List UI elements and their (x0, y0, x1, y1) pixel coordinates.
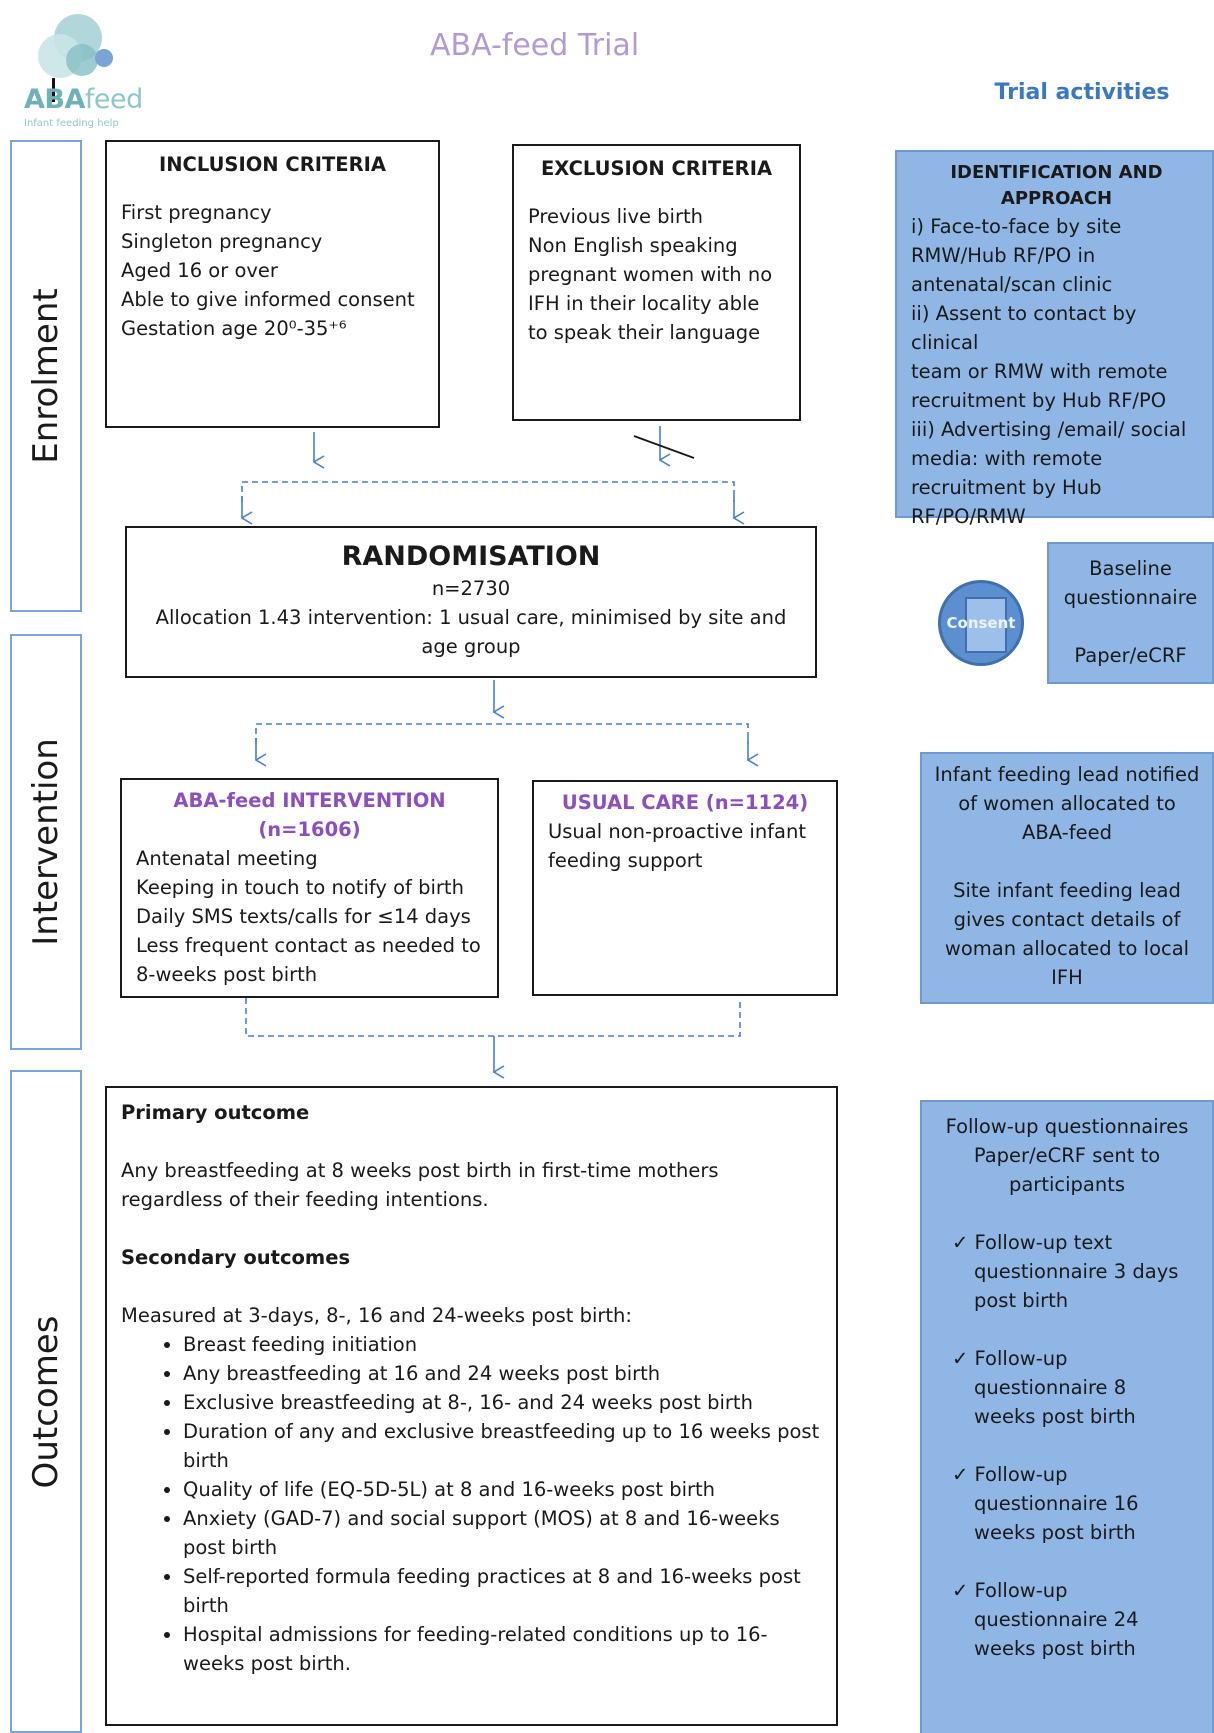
phase-label: Enrolment (26, 288, 66, 464)
exclusion-heading: EXCLUSION CRITERIA (540, 157, 773, 180)
phase-label: Outcomes (26, 1315, 66, 1488)
intervention-n: (n=1606) (258, 818, 361, 841)
follow-up-check-item: ✓ Follow-up text questionnaire 3 days po… (952, 1231, 1179, 1312)
baseline-spacer (1049, 612, 1212, 641)
identification-line: RF/PO/RMW (911, 505, 1026, 528)
identification-line: recruitment by Hub RF/PO (911, 389, 1167, 412)
page-title: ABA-feed Trial (430, 28, 640, 63)
follow-up-line: Paper/eCRF sent to (973, 1144, 1161, 1167)
identification-line: media: with remote (911, 447, 1103, 470)
phase-enrolment: Enrolment (10, 140, 82, 612)
inclusion-heading: INCLUSION CRITERIA (158, 153, 386, 176)
secondary-outcome-item: Anxiety (GAD-7) and social support (MOS)… (183, 1504, 822, 1562)
ifl-line: gives contact details of (953, 908, 1181, 931)
secondary-outcomes-heading: Secondary outcomes (121, 1246, 351, 1269)
identification-line: i) Face-to-face by site (911, 215, 1122, 238)
identification-line: ii) Assent to contact by clinical (911, 302, 1137, 354)
inclusion-criteria-box: INCLUSION CRITERIA First pregnancy Singl… (105, 140, 440, 428)
secondary-outcomes-list: Breast feeding initiation Any breastfeed… (107, 1330, 822, 1678)
primary-outcome-text: Any breastfeeding at 8 weeks post birth … (121, 1159, 719, 1182)
follow-up-line: Follow-up questionnaires (945, 1115, 1189, 1138)
intervention-item: Keeping in touch to notify of birth (136, 876, 464, 899)
logo-text: ABAfeed (24, 84, 143, 115)
secondary-outcome-item: Quality of life (EQ-5D-5L) at 8 and 16-w… (183, 1475, 822, 1504)
logo-bubbles-icon (38, 14, 113, 78)
identification-heading: IDENTIFICATION AND (950, 162, 1163, 183)
intervention-arm-box: ABA-feed INTERVENTION (n=1606) Antenatal… (120, 778, 499, 998)
identification-line: antenatal/scan clinic (911, 273, 1113, 296)
randomisation-heading: RANDOMISATION (341, 541, 601, 572)
logo-subtitle: Infant feeding help (24, 118, 119, 129)
ifl-line: of women allocated to (958, 792, 1176, 815)
phase-label: Intervention (26, 738, 66, 946)
phase-outcomes: Outcomes (10, 1070, 82, 1733)
intervention-item: Antenatal meeting (136, 847, 318, 870)
consent-clipboard-icon: Consent (938, 580, 1024, 666)
ifl-spacer (922, 847, 1212, 876)
intervention-item: Daily SMS texts/calls for ≤14 days (136, 905, 471, 928)
ifl-line: Site infant feeding lead (953, 879, 1181, 902)
follow-up-check-item: ✓ Follow-up questionnaire 8 weeks post b… (952, 1347, 1136, 1428)
ifl-line: Infant feeding lead notified (934, 763, 1200, 786)
ifl-line: ABA-feed (1022, 821, 1112, 844)
baseline-line: Paper/eCRF (1074, 644, 1187, 667)
exclusion-item: IFH in their locality able (528, 292, 760, 315)
consent-label: Consent (946, 614, 1016, 632)
ifl-line: IFH (1051, 966, 1083, 989)
secondary-measured-text: Measured at 3-days, 8-, 16 and 24-weeks … (121, 1304, 632, 1327)
inclusion-item: Aged 16 or over (121, 259, 278, 282)
follow-up-line: participants (1008, 1173, 1126, 1196)
randomisation-box: RANDOMISATION n=2730 Allocation 1.43 int… (125, 526, 817, 678)
intervention-heading: ABA-feed INTERVENTION (173, 789, 446, 812)
identification-line: RMW/Hub RF/PO in (911, 244, 1096, 267)
usual-care-heading: USUAL CARE (n=1124) (561, 791, 809, 814)
inclusion-item: Singleton pregnancy (121, 230, 323, 253)
secondary-outcome-item: Self-reported formula feeding practices … (183, 1562, 822, 1620)
baseline-line: questionnaire (1063, 586, 1198, 609)
secondary-outcome-item: Exclusive breastfeeding at 8-, 16- and 2… (183, 1388, 822, 1417)
usual-care-item: Usual non-proactive infant (548, 820, 807, 843)
trial-activities-heading: Trial activities (994, 80, 1170, 105)
clipboard-icon (965, 597, 1007, 653)
identification-line: recruitment by Hub (911, 476, 1102, 499)
outcomes-box: Primary outcome Any breastfeeding at 8 w… (105, 1086, 838, 1726)
intervention-item: Less frequent contact as needed to (136, 934, 481, 957)
follow-up-panel: Follow-up questionnaires Paper/eCRF sent… (920, 1100, 1214, 1733)
inclusion-item: Gestation age 20⁰-35⁺⁶ (121, 317, 347, 340)
secondary-outcome-item: Hospital admissions for feeding-related … (183, 1620, 822, 1678)
secondary-outcome-item: Duration of any and exclusive breastfeed… (183, 1417, 822, 1475)
aba-feed-logo: ABAfeed Infant feeding help (20, 8, 160, 129)
exclusion-criteria-box: EXCLUSION CRITERIA Previous live birth N… (512, 144, 801, 421)
baseline-line: Baseline (1089, 557, 1172, 580)
text-cursor (52, 78, 55, 102)
usual-care-box: USUAL CARE (n=1124) Usual non-proactive … (532, 780, 838, 996)
randomisation-n: n=2730 (431, 577, 511, 600)
identification-approach-panel: IDENTIFICATION AND APPROACH i) Face-to-f… (895, 150, 1214, 528)
phase-intervention: Intervention (10, 634, 82, 1050)
primary-outcome-text: regardless of their feeding intentions. (121, 1188, 489, 1211)
inclusion-item: First pregnancy (121, 201, 272, 224)
inclusion-item: Able to give informed consent (121, 288, 415, 311)
randomisation-allocation: Allocation 1.43 intervention: 1 usual ca… (155, 606, 787, 629)
identification-line: iii) Advertising /email/ social (911, 418, 1187, 441)
exclusion-item: Non English speaking (528, 234, 738, 257)
randomisation-allocation-cont: age group (421, 635, 521, 658)
follow-up-check-item: ✓ Follow-up questionnaire 24 weeks post … (952, 1579, 1139, 1660)
usual-care-item: feeding support (548, 849, 703, 872)
infant-feeding-lead-panel: Infant feeding lead notified of women al… (920, 752, 1214, 1004)
exclusion-item: to speak their language (528, 321, 761, 344)
ifl-line: woman allocated to local (944, 937, 1190, 960)
identification-line: team or RMW with remote (911, 360, 1168, 383)
follow-up-check-item: ✓ Follow-up questionnaire 16 weeks post … (952, 1463, 1139, 1544)
exclusion-item: Previous live birth (528, 205, 703, 228)
intervention-item: 8-weeks post birth (136, 963, 318, 986)
secondary-outcome-item: Breast feeding initiation (183, 1330, 822, 1359)
primary-outcome-heading: Primary outcome (121, 1101, 310, 1124)
secondary-outcome-item: Any breastfeeding at 16 and 24 weeks pos… (183, 1359, 822, 1388)
identification-heading-cont: APPROACH (1000, 188, 1113, 209)
exclusion-item: pregnant women with no (528, 263, 773, 286)
baseline-questionnaire-panel: Baseline questionnaire Paper/eCRF (1047, 542, 1214, 684)
